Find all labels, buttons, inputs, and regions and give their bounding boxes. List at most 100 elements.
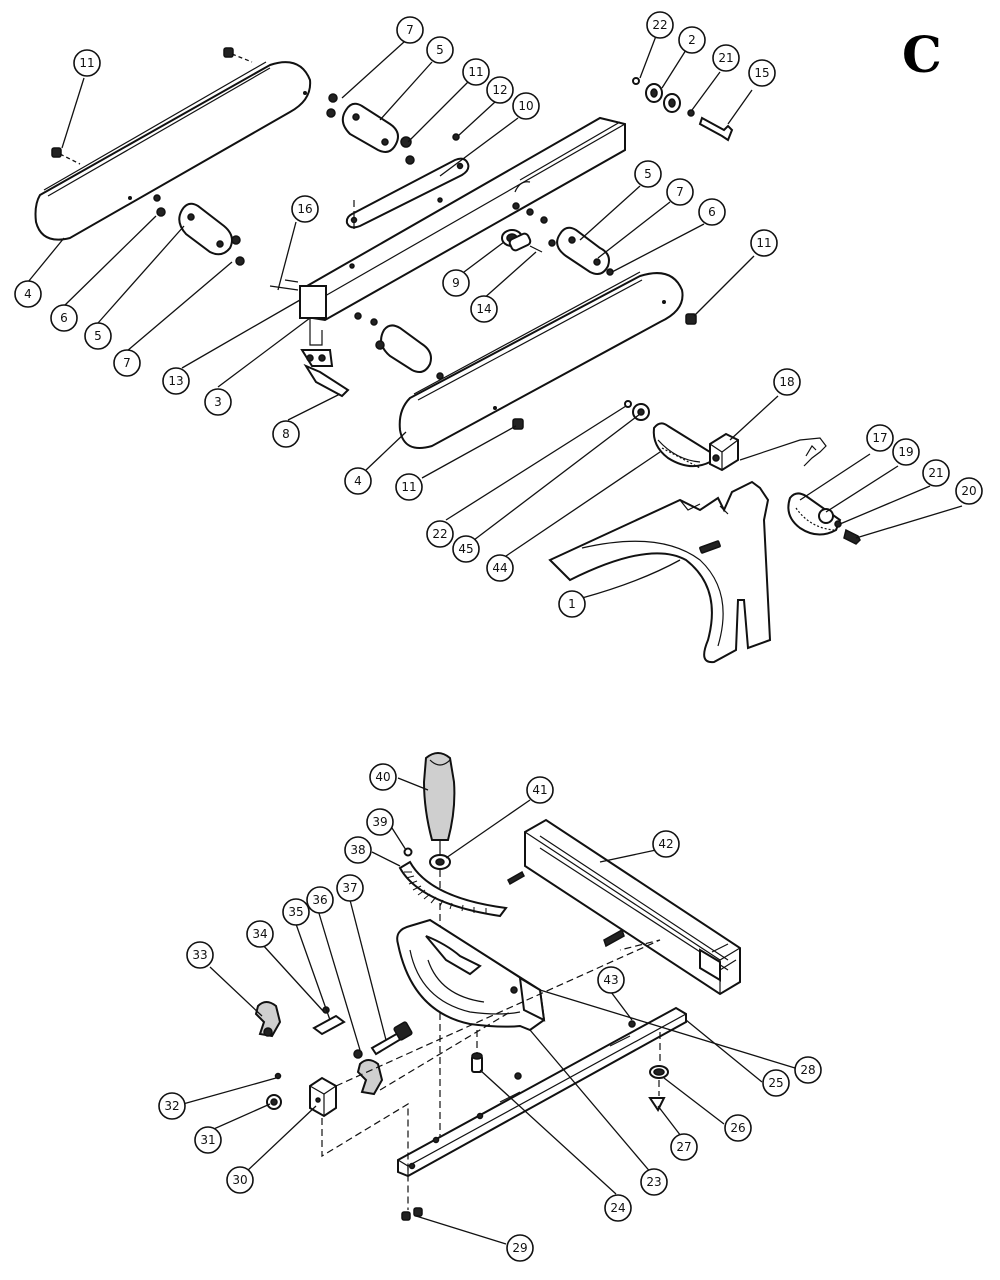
callout-number: 25 xyxy=(768,1076,783,1090)
callout-38: 38 xyxy=(344,836,372,864)
callout-21: 21 xyxy=(922,459,950,487)
callout-4: 4 xyxy=(14,280,42,308)
callout-number: 9 xyxy=(452,276,460,290)
callout-number: 31 xyxy=(200,1133,215,1147)
callout-number: 40 xyxy=(375,770,390,784)
callout-number: 7 xyxy=(676,185,684,199)
stop-block-parts-30-32 xyxy=(266,1072,337,1118)
plate-part-4-left xyxy=(34,61,312,241)
callout-number: 4 xyxy=(24,287,32,301)
pin-parts-13-16 xyxy=(269,279,299,291)
callout-number: 17 xyxy=(872,431,887,445)
miter-gauge-assembly xyxy=(182,752,796,1245)
lock-assembly-parts-33-37 xyxy=(254,1001,413,1096)
callout-number: 6 xyxy=(708,205,716,219)
callout-33: 33 xyxy=(186,941,214,969)
fastener-group-upper-left xyxy=(51,47,253,217)
callout-7: 7 xyxy=(396,16,424,44)
callout-14: 14 xyxy=(470,295,498,323)
callout-number: 8 xyxy=(282,427,290,441)
scale-arc-part-38 xyxy=(398,847,508,918)
callout-35: 35 xyxy=(282,898,310,926)
callout-45: 45 xyxy=(452,535,480,563)
callout-number: 11 xyxy=(468,65,483,79)
callout-number: 16 xyxy=(297,202,312,216)
spreader-bar-part-3 xyxy=(299,116,626,346)
callout-number: 30 xyxy=(232,1173,247,1187)
callout-number: 43 xyxy=(603,973,618,987)
callout-number: 24 xyxy=(610,1201,625,1215)
callout-number: 15 xyxy=(754,66,769,80)
callout-43: 43 xyxy=(597,966,625,994)
callout-26: 26 xyxy=(724,1114,752,1142)
callout-5: 5 xyxy=(426,36,454,64)
callout-number: 22 xyxy=(432,527,447,541)
callout-number: 33 xyxy=(192,948,207,962)
plate-part-4-right xyxy=(398,271,697,449)
callout-27: 27 xyxy=(670,1133,698,1161)
callout-2: 2 xyxy=(678,26,706,54)
callout-11: 11 xyxy=(73,49,101,77)
callout-34: 34 xyxy=(246,920,274,948)
callout-4: 4 xyxy=(344,467,372,495)
leader-lines-lower xyxy=(182,777,796,1245)
callout-number: 12 xyxy=(492,83,507,97)
callout-number: 1 xyxy=(568,597,576,611)
callout-number: 45 xyxy=(458,542,473,556)
bushing-parts-9-14 xyxy=(501,229,543,253)
callout-19: 19 xyxy=(892,438,920,466)
callout-11: 11 xyxy=(462,58,490,86)
callout-11: 11 xyxy=(395,473,423,501)
callout-23: 23 xyxy=(640,1168,668,1196)
callout-number: 2 xyxy=(688,33,696,47)
callout-22: 22 xyxy=(426,520,454,548)
callout-number: 6 xyxy=(60,311,68,325)
arm-parts-44-45 xyxy=(624,400,711,469)
callout-21: 21 xyxy=(712,44,740,72)
link-part-5-right xyxy=(526,208,614,276)
callout-22: 22 xyxy=(646,11,674,39)
callout-number: 29 xyxy=(512,1241,527,1255)
callout-44: 44 xyxy=(486,554,514,582)
bracket-part-8 xyxy=(300,349,350,398)
callout-36: 36 xyxy=(306,886,334,914)
link-part-5-upper xyxy=(326,93,415,165)
callout-1: 1 xyxy=(558,590,586,618)
callout-number: 23 xyxy=(646,1175,661,1189)
callout-20: 20 xyxy=(955,477,983,505)
callout-number: 14 xyxy=(476,302,491,316)
arm-parts-17-19-20-21 xyxy=(739,437,861,545)
callout-number: 21 xyxy=(718,51,733,65)
callout-number: 7 xyxy=(406,23,414,37)
guard-body-part-1 xyxy=(548,480,772,664)
callout-25: 25 xyxy=(762,1069,790,1097)
callout-29: 29 xyxy=(506,1234,534,1262)
callout-6: 6 xyxy=(50,304,78,332)
handle-part-40 xyxy=(422,752,456,858)
alignment-lines-lower xyxy=(321,939,661,1210)
callout-28: 28 xyxy=(794,1056,822,1084)
callout-number: 27 xyxy=(676,1140,691,1154)
miter-head-part-23 xyxy=(396,918,546,1032)
callout-number: 36 xyxy=(312,893,327,907)
callout-40: 40 xyxy=(369,763,397,791)
strap-part-10 xyxy=(345,133,470,232)
callout-number: 35 xyxy=(288,905,303,919)
hardware-parts-2-15-21-22 xyxy=(632,77,734,142)
callout-9: 9 xyxy=(442,269,470,297)
callout-number: 5 xyxy=(94,329,102,343)
callout-3: 3 xyxy=(204,388,232,416)
callout-number: 3 xyxy=(214,395,222,409)
callout-number: 28 xyxy=(800,1063,815,1077)
blade-guard-assembly xyxy=(27,35,963,664)
callout-number: 38 xyxy=(350,843,365,857)
callout-30: 30 xyxy=(226,1166,254,1194)
callout-number: 5 xyxy=(644,167,652,181)
guide-bar-part-25 xyxy=(397,1006,687,1178)
callout-42: 42 xyxy=(652,830,680,858)
callout-number: 37 xyxy=(342,881,357,895)
fence-part-42 xyxy=(507,818,741,996)
callout-number: 39 xyxy=(372,815,387,829)
callout-number: 13 xyxy=(168,374,183,388)
small-parts-24-26-27-29-43 xyxy=(401,1020,669,1221)
